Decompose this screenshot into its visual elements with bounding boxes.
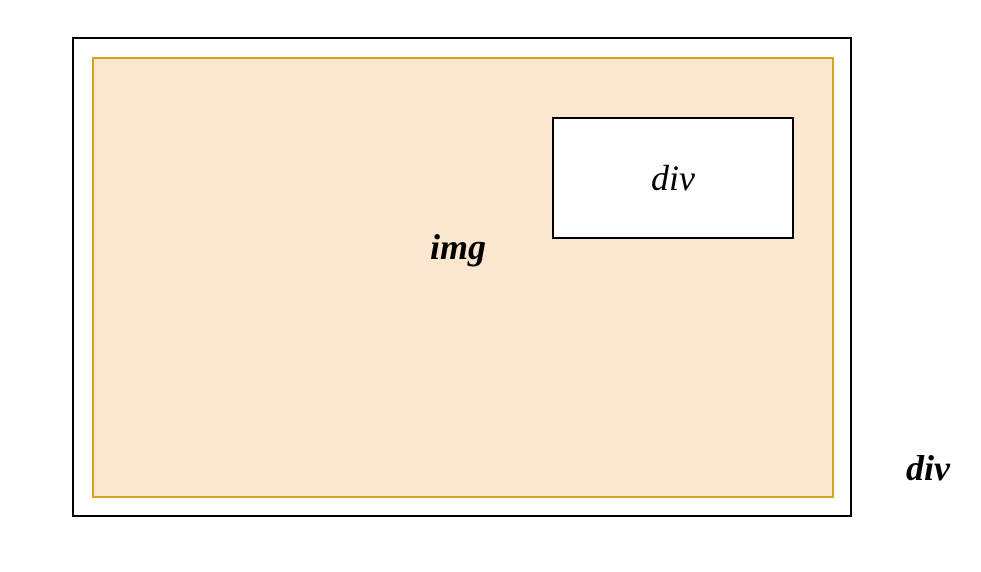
inner-div-label: div (651, 158, 695, 198)
img-label: img (430, 227, 487, 267)
outer-div-label: div (906, 448, 950, 488)
inner-div-box: div (552, 117, 794, 239)
